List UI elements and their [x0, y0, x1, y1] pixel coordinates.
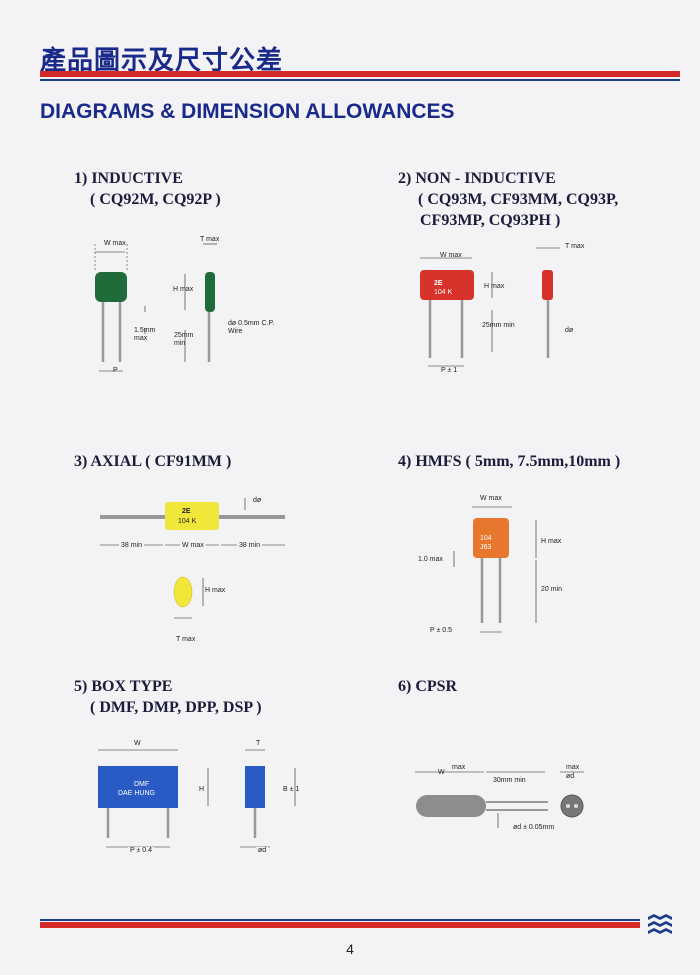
brand-logo-icon — [648, 914, 672, 934]
box-type-mark-2: DAE HUNG — [118, 790, 155, 797]
box-type-diagram — [98, 749, 296, 848]
page-number: 4 — [346, 941, 354, 957]
hmfs-min-label: 20 min — [541, 586, 563, 593]
axial-t-label: T max — [176, 636, 196, 643]
axial-end-view — [173, 576, 193, 608]
hmfs-mark-1: 104 — [480, 535, 492, 542]
axial-left-label: 38 min — [119, 542, 145, 549]
page-title: DIAGRAMS & DIMENSION ALLOWANCES — [40, 100, 455, 123]
hmfs-h-label: H max — [541, 538, 562, 545]
inductive-capacitor-body — [95, 272, 127, 302]
inductive-t-label: T max — [200, 236, 220, 243]
hmfs-capacitor-body — [473, 518, 509, 558]
axial-mark-2: 104 K — [178, 518, 197, 525]
cpsr-d-label: ød — [566, 773, 575, 780]
box-type-body — [98, 766, 178, 808]
inductive-min-label: 25mm min — [174, 332, 194, 347]
axial-d-label: dø — [253, 497, 262, 504]
cpsr-capacitor-body — [416, 795, 486, 817]
cpsr-max-label-1: max — [452, 764, 466, 771]
hmfs-diagram — [453, 506, 537, 633]
axial-capacitor-body — [165, 502, 219, 530]
section-2-models-line2: CF93MP, CQ93PH ) — [420, 212, 561, 229]
cpsr-min-label: 30mm min — [493, 777, 526, 784]
inductive-diagram — [94, 243, 217, 372]
section-2-title: 2) NON - INDUCTIVE — [398, 170, 556, 187]
non-inductive-h-label: H max — [484, 283, 505, 290]
non-inductive-mark-2: 104 K — [434, 289, 453, 296]
axial-mark-1: 2E — [182, 508, 191, 515]
non-inductive-diagram — [420, 247, 560, 367]
inductive-lead-label: 1.5mm max — [134, 327, 156, 342]
non-inductive-d-label: dø — [565, 327, 574, 334]
axial-w-label: W max — [180, 542, 206, 549]
non-inductive-t-label: T max — [565, 243, 585, 250]
section-4-title: 4) HMFS ( 5mm, 7.5mm,10mm ) — [398, 453, 621, 470]
section-1-title: 1) INDUCTIVE — [74, 170, 183, 187]
section-6-title: 6) CPSR — [398, 678, 458, 695]
footer-red-rule — [40, 922, 640, 928]
axial-right-label: 38 min — [237, 542, 263, 549]
inductive-w-label: W max — [104, 240, 126, 247]
section-5-models: ( DMF, DMP, DPP, DSP ) — [90, 699, 262, 716]
hmfs-p-label: P ± 0.5 — [430, 627, 453, 634]
inductive-p-label: P — [113, 367, 118, 374]
section-2-models-line1: ( CQ93M, CF93MM, CQ93P, — [418, 191, 619, 208]
section-5-title: 5) BOX TYPE — [74, 678, 173, 695]
non-inductive-p-label: P ± 1 — [441, 367, 458, 374]
non-inductive-side-view — [542, 270, 553, 300]
cpsr-lead-label: ød ± 0.05mm — [513, 824, 555, 831]
cpsr-w-label: W — [438, 769, 445, 776]
box-type-side-view — [245, 766, 265, 808]
box-type-t-label: T — [256, 740, 261, 747]
inductive-side-view — [205, 272, 215, 312]
hmfs-lead-label: 1.0 max — [418, 556, 443, 563]
hmfs-w-label: W max — [480, 495, 502, 502]
non-inductive-capacitor-body — [420, 270, 474, 300]
section-3-title: 3) AXIAL ( CF91MM ) — [74, 453, 232, 470]
non-inductive-mark-1: 2E — [434, 280, 443, 287]
section-1-models: ( CQ92M, CQ92P ) — [90, 191, 221, 208]
cpsr-end-view — [560, 794, 584, 818]
box-type-mark-1: DMF — [134, 781, 150, 788]
cpsr-diagram — [415, 771, 584, 828]
inductive-wire-label: dø 0.5mm C.P. Wire — [228, 320, 275, 335]
box-type-p-label: P ± 0.4 — [128, 847, 155, 854]
box-type-b-label: B ± 1 — [283, 786, 300, 793]
cpsr-max-label-2: max — [566, 764, 580, 771]
axial-h-label: H max — [205, 587, 226, 594]
box-type-d-label: ød — [256, 847, 269, 854]
non-inductive-w-label: W max — [440, 252, 462, 259]
header-blue-rule — [40, 79, 680, 81]
axial-diagram — [100, 498, 285, 619]
box-type-h-label: H — [199, 786, 205, 793]
non-inductive-min-label: 25mm min — [482, 322, 515, 329]
header-red-rule — [40, 71, 680, 77]
box-type-w-label: W — [134, 740, 141, 747]
hmfs-mark-2: J63 — [480, 544, 492, 551]
inductive-h-label: H max — [173, 286, 194, 293]
footer-blue-rule — [40, 919, 640, 921]
